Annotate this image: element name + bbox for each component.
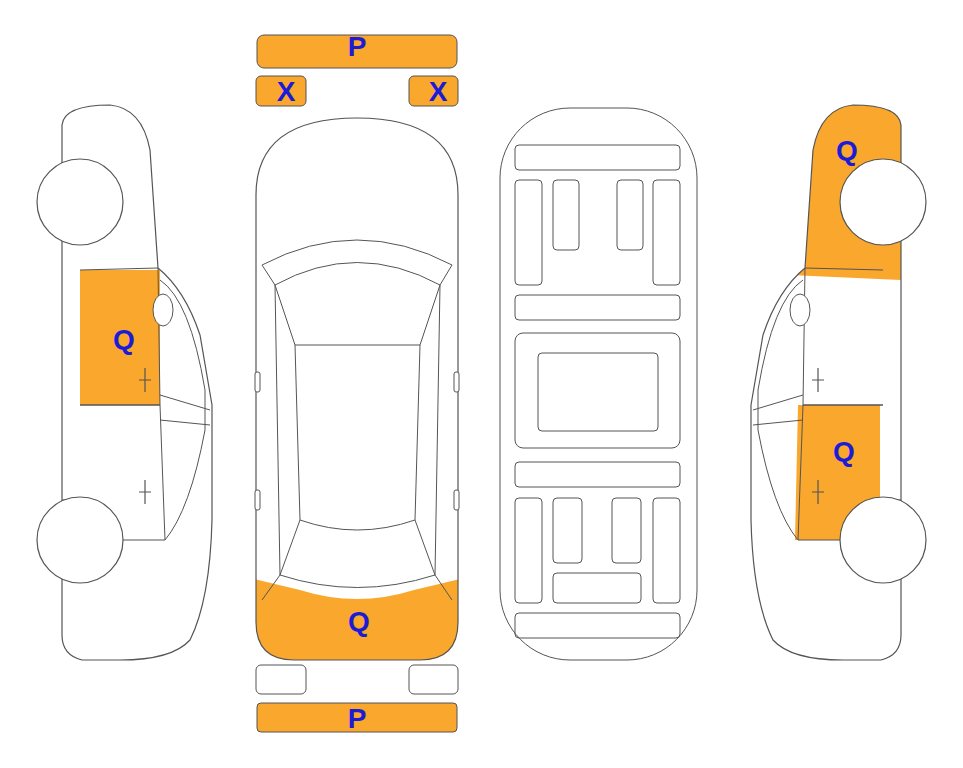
damage-code: X [277,78,296,106]
damage-code: Q [348,608,370,636]
damage-code: Q [836,137,858,165]
damage-code: Q [833,438,855,466]
damage-code: P [348,705,367,733]
damage-code: X [429,78,448,106]
damage-code: P [348,33,367,61]
damage-code: Q [113,326,135,354]
